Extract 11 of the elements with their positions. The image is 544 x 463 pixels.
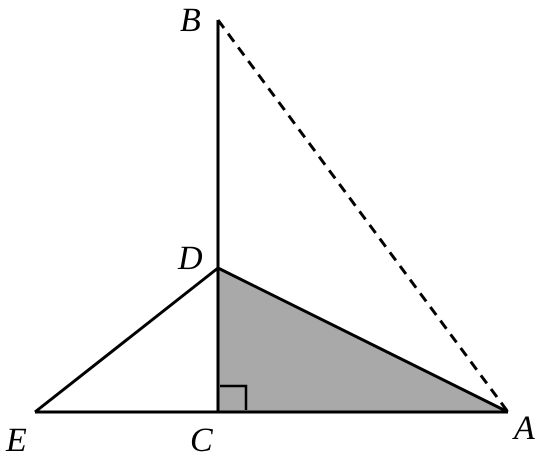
dashed-line xyxy=(216,19,510,413)
line-segment xyxy=(35,410,218,414)
line-segment xyxy=(34,266,219,414)
point-label: B xyxy=(180,4,201,38)
point-label: D xyxy=(178,242,203,276)
line-segment xyxy=(216,20,220,268)
line-segment xyxy=(218,410,508,414)
point-label: C xyxy=(190,424,213,458)
point-label: E xyxy=(6,424,27,458)
point-label: A xyxy=(514,412,535,446)
line-segment xyxy=(216,268,220,412)
